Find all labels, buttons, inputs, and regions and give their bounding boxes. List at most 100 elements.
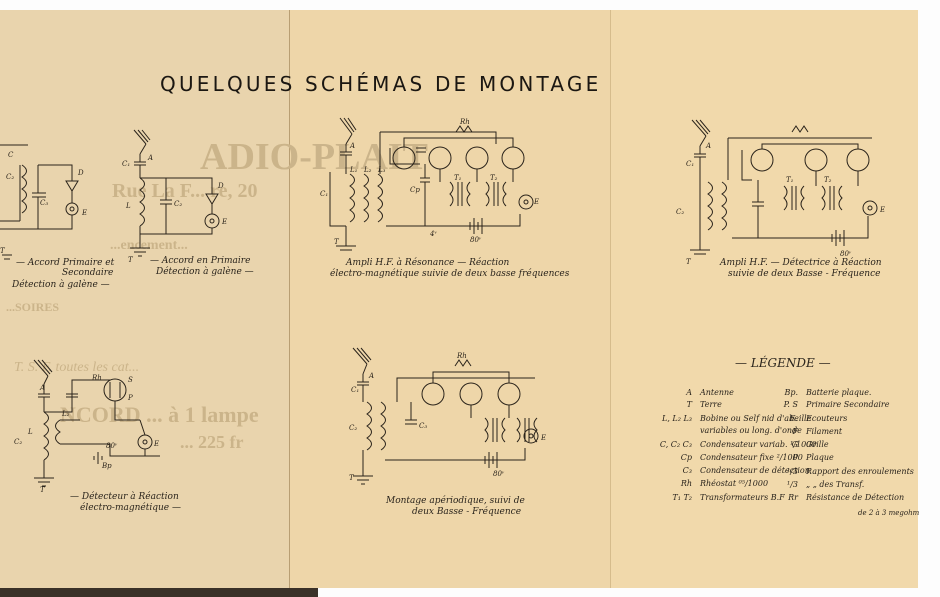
schematic-6: A C₁ C₂ T₁ T₂ E T 80ᵛ bbox=[676, 119, 885, 266]
legend-key: P bbox=[792, 453, 798, 462]
label-t: T bbox=[0, 247, 6, 255]
label-bp3: Bp bbox=[101, 462, 112, 470]
label-e5: E bbox=[540, 434, 546, 442]
legend-desc: Primaire Secondaire bbox=[806, 400, 890, 409]
label-c2b: C₂ bbox=[174, 200, 182, 208]
label-l2-3: L₂ bbox=[61, 410, 70, 418]
legend-desc: Bobine ou Self nid d'abeille bbox=[700, 414, 812, 423]
legend-key: Cp bbox=[680, 453, 692, 462]
caption-d1-line1: — Accord Primaire et bbox=[16, 258, 115, 268]
label-t1-4: T₁ bbox=[454, 174, 462, 182]
schematic-2: C₁ A L C₂ D E T bbox=[122, 129, 227, 264]
ghost-text-7: ... 225 fr bbox=[180, 432, 244, 452]
legend-right-5: P Plaque bbox=[770, 451, 834, 465]
legend-key: Rh bbox=[680, 479, 692, 488]
legend-desc: Grille bbox=[806, 440, 829, 449]
label-c1-5: C₁ bbox=[351, 386, 359, 394]
legend-desc: Résistance de Détection bbox=[806, 493, 905, 502]
legend-left-2: L, L₂ L₃ Bobine ou Self nid d'abeille bbox=[650, 412, 811, 426]
right-page bbox=[610, 10, 918, 588]
caption-d2-line1: — Accord en Primaire bbox=[150, 256, 251, 266]
caption-d4-line2: électro-magnétique suivie de deux basse … bbox=[330, 269, 570, 279]
label-l: L bbox=[125, 202, 131, 210]
legend-key: G bbox=[791, 440, 798, 449]
legend-right-8: Rr Résistance de Détection bbox=[770, 491, 904, 505]
label-a4: A bbox=[349, 142, 355, 150]
legend-desc: Transformateurs B.F bbox=[700, 493, 785, 502]
legend-key: C₃ bbox=[682, 466, 692, 475]
label-t4: T bbox=[334, 238, 340, 246]
legend-desc: Antenne bbox=[700, 388, 734, 397]
label-cp4: Cp bbox=[410, 186, 420, 194]
legend-desc: Ecouteurs bbox=[806, 414, 848, 423]
legend-right-2: E. Ecouteurs bbox=[770, 412, 848, 426]
label-c1-4: C₁ bbox=[320, 190, 328, 198]
label-l3: L bbox=[27, 428, 33, 436]
caption-d6-line1: Ampli H.F. — Détectrice à Réaction bbox=[720, 258, 882, 268]
label-e3: E bbox=[153, 440, 159, 448]
label-l2-4: L₂ bbox=[363, 166, 372, 174]
legend-right-7: ¹/3„ „ des Transf. bbox=[770, 478, 864, 492]
label-80v-4: 80ᵛ bbox=[470, 236, 482, 244]
label-c2-5: C₂ bbox=[349, 424, 357, 432]
label-c2: C₂ bbox=[6, 173, 14, 181]
label-4v-4: 4ᵛ bbox=[429, 230, 437, 238]
label-e: E bbox=[81, 209, 87, 217]
ghost-text-4: ...SOIRES bbox=[6, 300, 60, 314]
legend-right-4: G Grille bbox=[770, 438, 829, 452]
schematic-1: C C₂ C₃ D E T bbox=[0, 144, 87, 260]
legend-key: T bbox=[686, 400, 692, 409]
schematic-5: A C₁ C₂ C₃ Rh E T 80ᵛ bbox=[349, 347, 546, 485]
legend-right-0: Bp.Batterie plaque. bbox=[770, 386, 871, 400]
label-c2-3: C₂ bbox=[14, 438, 22, 446]
legend-left-7: Rh Rhéostat ⁰⁵/1000 bbox=[650, 477, 768, 491]
label-d: D bbox=[77, 169, 84, 177]
legend-desc: Plaque bbox=[806, 453, 834, 462]
label-l1-4: L₁ bbox=[349, 166, 358, 174]
legend-title: — LÉGENDE — bbox=[735, 356, 831, 370]
schematic-4: A C₁ L₁ L₂ L₃ Rh Cp T₁ T₂ E T 80ᵛ 4ᵛ bbox=[320, 117, 539, 251]
legend-key: E. bbox=[789, 414, 798, 423]
label-80v-6: 80ᵛ bbox=[840, 250, 852, 258]
label-rh4: Rh bbox=[459, 118, 470, 126]
label-c2-6: C₂ bbox=[676, 208, 684, 216]
label-t5: T bbox=[349, 474, 355, 482]
label-t1-6: T₁ bbox=[786, 176, 794, 184]
label-e4: E bbox=[533, 198, 539, 206]
legend-desc: Rapport des enroulements bbox=[806, 467, 914, 476]
label-c1-6: C₁ bbox=[686, 160, 694, 168]
caption-d3-line2: électro-magnétique — bbox=[80, 503, 181, 513]
label-s3: S bbox=[128, 376, 133, 384]
legend-key: ¹/3 bbox=[787, 467, 798, 476]
legend-desc: Rhéostat ⁰⁵/1000 bbox=[700, 479, 769, 488]
legend-right-6: ¹/3 Rapport des enroulements bbox=[770, 465, 914, 479]
caption-d3-line1: — Détecteur à Réaction bbox=[70, 492, 179, 502]
label-a6: A bbox=[705, 142, 711, 150]
legend-key: Rr bbox=[788, 493, 798, 502]
label-e6: E bbox=[879, 206, 885, 214]
caption-d6-line2: suivie de deux Basse - Fréquence bbox=[728, 269, 881, 279]
label-c3: C₃ bbox=[40, 199, 48, 207]
legend-note: de 2 à 3 megohm bbox=[858, 509, 920, 517]
left-page bbox=[0, 10, 290, 588]
label-a3: A bbox=[39, 384, 45, 392]
caption-d4-line1: Ampli H.F. à Résonance — Réaction bbox=[346, 258, 510, 268]
legend-key: L, L₂ L₃ bbox=[662, 414, 692, 423]
label-c1: C₁ bbox=[122, 160, 130, 168]
label-t2-4: T₂ bbox=[490, 174, 498, 182]
legend-desc: Condensateur variab. ¹/1000 bbox=[700, 440, 817, 449]
ghost-text-6: NCORD ... à 1 lampe bbox=[60, 402, 259, 427]
legend-desc: variables ou long. d'onde bbox=[700, 426, 802, 435]
label-80v-3: 80ᵛ bbox=[106, 442, 118, 450]
label-eb: E bbox=[221, 218, 227, 226]
caption-d1-line2: Secondaire bbox=[62, 268, 114, 278]
label-80v-5: 80ᵛ bbox=[493, 470, 505, 478]
legend-left-3: variables ou long. d'onde bbox=[650, 424, 802, 438]
ghost-text-3: ...encement... bbox=[110, 238, 188, 253]
